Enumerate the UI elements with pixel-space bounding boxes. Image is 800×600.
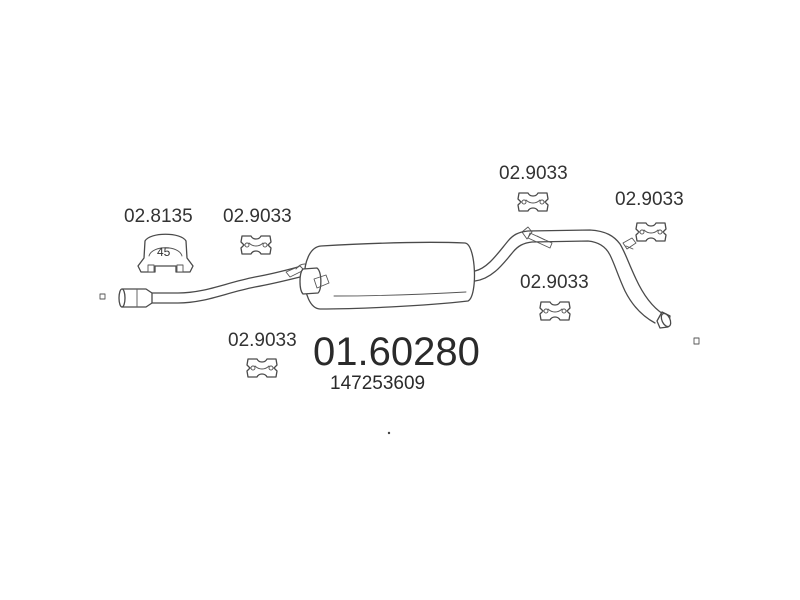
- hanger-1: [240, 235, 272, 255]
- dot-mark: [387, 431, 391, 435]
- hanger-5: [246, 358, 278, 378]
- hanger-5-part-number: 02.9033: [228, 330, 297, 351]
- hanger-1-part-number: 02.9033: [223, 206, 292, 227]
- hanger-4-part-number: 02.9033: [520, 272, 589, 293]
- clamp-02-8135: 45: [137, 233, 194, 273]
- hanger-2: [517, 192, 549, 212]
- clamp-part-number: 02.8135: [124, 206, 193, 227]
- hanger-4: [539, 301, 571, 321]
- hanger-3-part-number: 02.9033: [615, 189, 684, 210]
- hanger-2-part-number: 02.9033: [499, 163, 568, 184]
- oem-number: 147253609: [330, 373, 425, 394]
- muffler: [299, 241, 476, 310]
- main-part-number: 01.60280: [313, 330, 480, 374]
- clamp-size-label: 45: [157, 245, 171, 259]
- front-pipe: [99, 263, 313, 308]
- rear-pipe: [474, 226, 700, 345]
- hanger-3: [635, 222, 667, 242]
